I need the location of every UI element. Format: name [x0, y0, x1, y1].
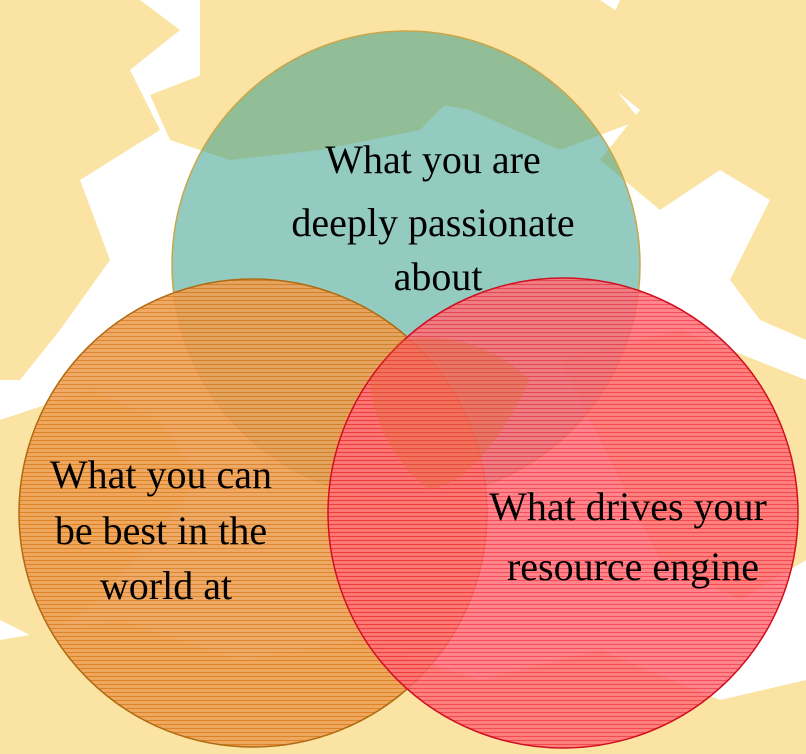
best-label-line-2: be best in the [55, 508, 267, 553]
best-label: What you can be best in the world at [50, 452, 282, 608]
passion-label: What you are deeply passionate about [291, 137, 584, 299]
resource-label: What drives your resource engine [489, 484, 777, 589]
best-label-line-1: What you can [50, 452, 272, 497]
resource-label-line-1: What drives your [489, 484, 767, 529]
passion-label-line-2: deeply passionate [291, 200, 574, 245]
best-label-line-3: world at [100, 563, 232, 608]
overlap-tint [370, 337, 530, 490]
resource-label-line-2: resource engine [507, 544, 759, 589]
venn-labels: What you are deeply passionate about Wha… [50, 137, 777, 608]
venn-circles [18, 30, 799, 749]
passion-label-line-3: about [394, 254, 483, 299]
background-shape-left [0, 0, 180, 380]
resource-engine-circle [327, 277, 799, 749]
background-shape-right [590, 0, 806, 340]
passion-label-line-1: What you are [325, 137, 540, 182]
